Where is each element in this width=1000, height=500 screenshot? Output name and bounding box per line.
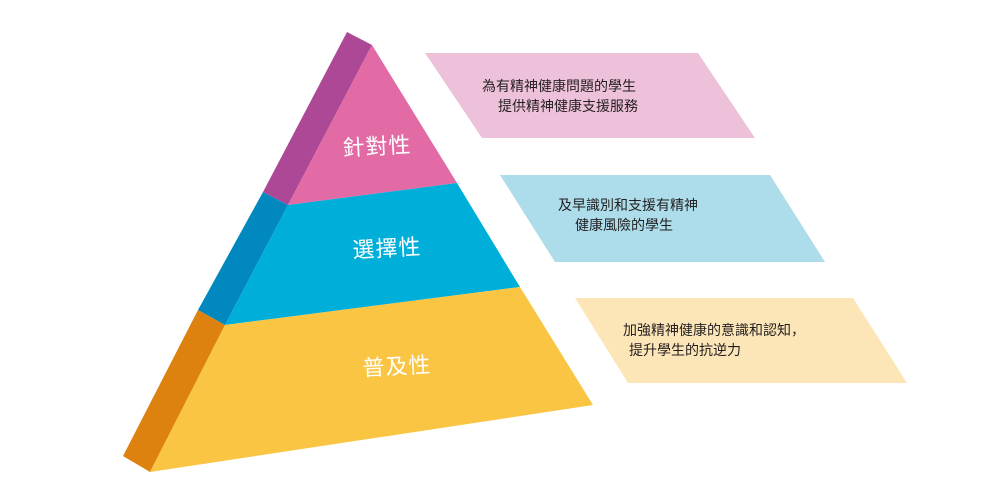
desc-line: 加強精神健康的意識和認知， [623, 323, 805, 339]
desc-box-targeted [425, 53, 755, 138]
desc-text-targeted: 為有精神健康問題的學生 提供精神健康支援服務 [482, 77, 638, 117]
tier-universal-front [150, 287, 593, 472]
tier-selective-front [225, 183, 520, 325]
desc-box-universal [575, 298, 907, 383]
desc-box-selective [500, 175, 825, 262]
desc-line: 提升學生的抗逆力 [629, 343, 741, 359]
tier-targeted-side [263, 32, 372, 205]
tier-universal-side [123, 310, 225, 472]
desc-text-universal: 加強精神健康的意識和認知， 提升學生的抗逆力 [623, 321, 805, 361]
tier-targeted-front [288, 45, 457, 205]
desc-line: 提供精神健康支援服務 [498, 99, 638, 115]
tier-label-selective: 選擇性 [351, 235, 423, 264]
desc-text-selective: 及早識別和支援有精神 健康風險的學生 [558, 196, 698, 236]
tier-label-universal: 普及性 [361, 353, 433, 382]
tier-label-targeted: 針對性 [341, 133, 413, 162]
desc-line: 為有精神健康問題的學生 [482, 79, 636, 95]
desc-line: 健康風險的學生 [575, 218, 673, 234]
tier-selective-side [198, 192, 288, 325]
desc-line: 及早識別和支援有精神 [558, 198, 698, 214]
